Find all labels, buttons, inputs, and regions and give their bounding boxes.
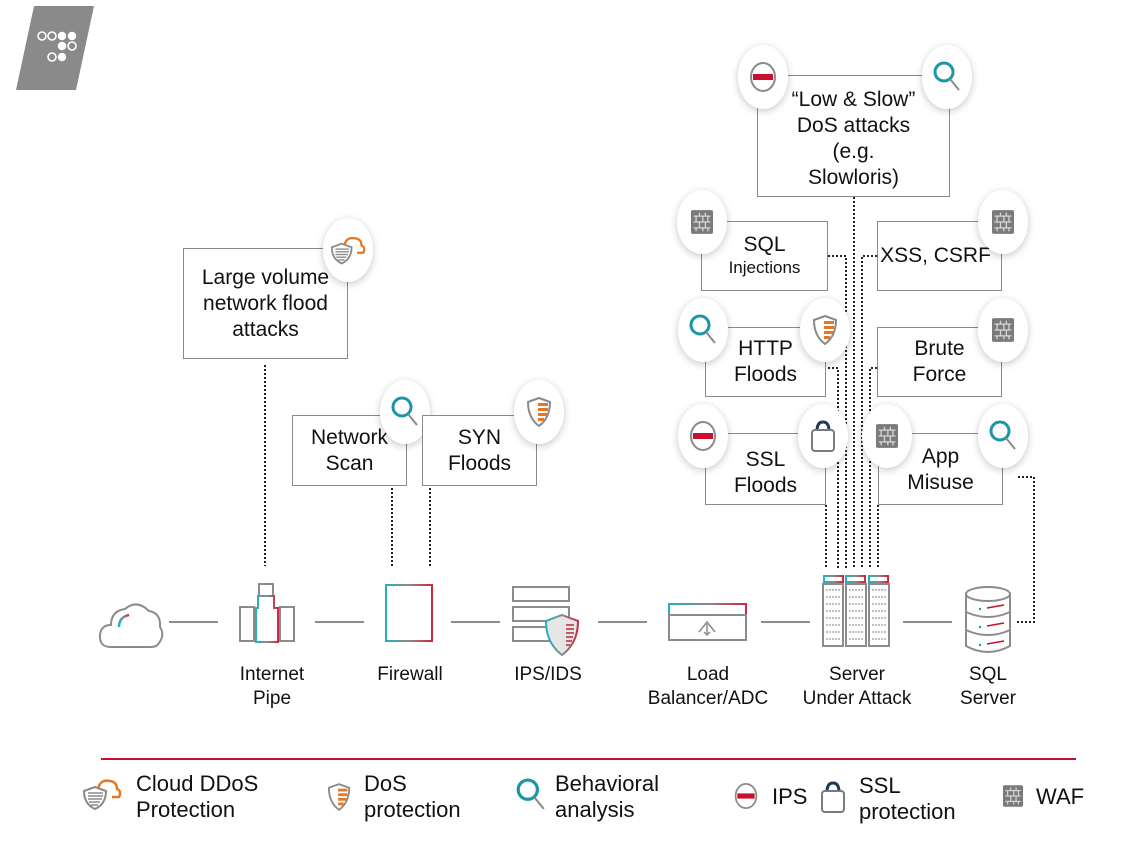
- brand-logo-icon: [16, 6, 94, 90]
- node-firewall: [384, 583, 434, 643]
- connector-sql-server: [1016, 476, 1035, 623]
- attack-http-floods-label: HTTP Floods: [733, 337, 798, 386]
- attack-low-slow-dos: “Low & Slow” DoS attacks (e.g. Slowloris…: [757, 75, 950, 197]
- cloud-ddos-badge: [323, 218, 373, 282]
- waf-badge: [978, 190, 1028, 254]
- legend-label: WAF: [1036, 784, 1085, 809]
- attack-network-scan-label: Network Scan: [310, 425, 389, 475]
- waf-brick-icon: [691, 210, 713, 234]
- ips-minus-icon: [748, 60, 778, 94]
- link-pipe-firewall: [315, 621, 364, 623]
- link-firewall-ips: [451, 621, 500, 623]
- node-ips-ids: [510, 585, 582, 659]
- cloud-icon: [98, 603, 164, 648]
- ssl-badge: [798, 404, 848, 468]
- node-label: Server Under Attack: [802, 664, 912, 709]
- legend-label: Behavioral analysis: [555, 771, 659, 822]
- behavioral-search-icon: [688, 313, 718, 347]
- legend-label: IPS: [772, 784, 808, 809]
- node-label: Load Balancer/ADC: [647, 664, 769, 709]
- legend-label: Cloud DDoS Protection: [136, 771, 259, 822]
- behavioral-badge: [978, 404, 1028, 468]
- waf-brick-icon: [1003, 785, 1023, 807]
- ips-badge: [738, 45, 788, 109]
- firewall-icon: [385, 584, 433, 642]
- brand-logo: [16, 6, 96, 90]
- node-label: IPS/IDS: [514, 664, 582, 685]
- ssl-lock-icon: [819, 780, 847, 814]
- attack-sql-injections-label: SQL: [743, 233, 786, 256]
- connector-brute-force: [869, 367, 877, 568]
- dos-shield-icon: [327, 782, 351, 812]
- behavioral-search-icon: [932, 60, 962, 94]
- node-label: Firewall: [377, 664, 443, 685]
- attack-http-floods: HTTP Floods: [705, 327, 826, 397]
- link-ips-lb: [598, 621, 647, 623]
- connector-http-floods: [828, 367, 839, 568]
- waf-badge: [677, 190, 727, 254]
- attack-xss-csrf: XSS, CSRF: [877, 221, 1002, 291]
- legend-label: SSL protection: [859, 773, 956, 824]
- dos-badge: [800, 298, 850, 362]
- behavioral-search-icon: [390, 395, 420, 429]
- waf-badge: [978, 298, 1028, 362]
- attack-large-volume-label: Large volume network flood attacks: [201, 265, 330, 341]
- node-sql-server: [963, 584, 1013, 654]
- waf-brick-icon: [992, 318, 1014, 342]
- legend: Cloud DDoS Protection DoS protection Beh…: [0, 760, 1125, 847]
- link-cloud-pipe: [169, 621, 218, 623]
- legend-label: DoS protection: [364, 771, 461, 822]
- attack-xss-csrf-label: XSS, CSRF: [880, 244, 991, 267]
- attack-large-volume: Large volume network flood attacks: [183, 248, 348, 359]
- behavioral-badge: [678, 298, 728, 362]
- ips-minus-icon: [733, 781, 759, 811]
- behavioral-badge: [380, 380, 430, 444]
- node-label: Internet Pipe: [239, 664, 305, 709]
- cloud-ddos-icon: [82, 777, 122, 811]
- ips-minus-icon: [688, 419, 718, 453]
- ssl-lock-icon: [809, 419, 837, 453]
- link-lb-server: [761, 621, 810, 623]
- waf-brick-icon: [876, 424, 898, 448]
- waf-brick-icon: [992, 210, 1014, 234]
- behavioral-search-icon: [515, 776, 547, 814]
- node-label: SQL Server: [960, 664, 1016, 709]
- node-internet-pipe: [238, 582, 298, 644]
- attack-ssl-floods-label: SSL Floods: [733, 448, 798, 497]
- node-load-balancer: [667, 602, 749, 642]
- server-rack-icon: [822, 575, 890, 647]
- attack-syn-floods-label: SYN Floods: [447, 425, 512, 475]
- node-cloud: [97, 595, 165, 651]
- attack-brute-force-label: Brute Force: [912, 337, 967, 386]
- dos-shield-icon: [812, 314, 838, 346]
- ips-ids-icon: [512, 586, 580, 657]
- database-icon: [965, 586, 1011, 653]
- behavioral-search-icon: [988, 419, 1018, 453]
- waf-badge: [862, 404, 912, 468]
- ips-badge: [678, 404, 728, 468]
- node-server-under-attack: [822, 574, 892, 648]
- legend-divider: [101, 758, 1076, 760]
- attack-sql-injections-sublabel: Injections: [728, 258, 801, 277]
- dos-shield-icon: [526, 396, 552, 428]
- dos-badge: [514, 380, 564, 444]
- cloud-ddos-icon: [330, 234, 366, 266]
- internet-pipe-icon: [239, 583, 295, 643]
- attack-app-misuse-label: App Misuse: [907, 445, 974, 494]
- behavioral-badge: [922, 45, 972, 109]
- attack-low-slow-label: “Low & Slow” DoS attacks (e.g. Slowloris…: [791, 88, 916, 189]
- load-balancer-icon: [668, 603, 747, 641]
- link-server-sql: [903, 621, 952, 623]
